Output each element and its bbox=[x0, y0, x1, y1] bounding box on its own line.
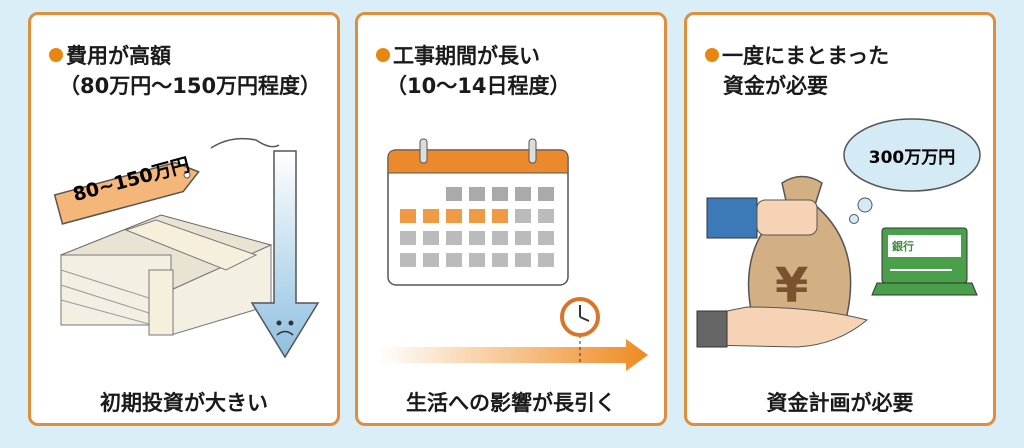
calendar-day bbox=[423, 231, 439, 245]
calendar-day bbox=[469, 187, 485, 201]
calendar-day bbox=[446, 231, 462, 245]
money-illustration bbox=[53, 137, 320, 359]
cost-footer: 初期投資が大きい bbox=[100, 391, 268, 415]
calendar-day bbox=[538, 209, 554, 223]
heading-line2: （80万円〜150万円程度） bbox=[59, 74, 322, 98]
highlighted-day bbox=[492, 209, 508, 223]
calendar-day bbox=[400, 231, 416, 245]
bullet-icon bbox=[705, 48, 719, 62]
funds-panel: 一度にまとまった資金が必要 300万万円 銀行 ¥ 資金計画が必要 bbox=[684, 12, 996, 426]
calendar-icon bbox=[387, 138, 569, 286]
calendar-day bbox=[400, 253, 416, 267]
laptop-icon bbox=[871, 227, 978, 296]
price-tag-icon bbox=[53, 161, 200, 225]
money-stack-icon bbox=[59, 214, 273, 336]
calendar-day bbox=[469, 231, 485, 245]
duration-panel: 工事期間が長い （10〜14日程度） 生活への影響が長引く bbox=[355, 12, 667, 426]
highlighted-day bbox=[446, 209, 462, 223]
heading-line1: 工事期間が長い bbox=[393, 44, 540, 68]
highlighted-day bbox=[400, 209, 416, 223]
funds-heading: 一度にまとまった資金が必要 bbox=[705, 41, 889, 101]
bullet-icon bbox=[49, 48, 63, 62]
highlighted-day bbox=[423, 209, 439, 223]
calendar-day bbox=[515, 231, 531, 245]
duration-footer: 生活への影響が長引く bbox=[406, 391, 616, 415]
duration-heading: 工事期間が長い （10〜14日程度） bbox=[376, 41, 570, 101]
calendar-day bbox=[423, 253, 439, 267]
yen-symbol: ¥ bbox=[775, 258, 809, 314]
calendar-day bbox=[492, 253, 508, 267]
calendar-day bbox=[492, 231, 508, 245]
thought-bubble-icon bbox=[843, 118, 981, 224]
calendar-day bbox=[469, 253, 485, 267]
money-bag-illustration bbox=[696, 118, 981, 348]
bank-label: 銀行 bbox=[892, 240, 914, 253]
highlighted-day bbox=[469, 209, 485, 223]
heading-line2: 資金が必要 bbox=[723, 74, 828, 98]
calendar-day bbox=[515, 253, 531, 267]
calendar-day bbox=[538, 253, 554, 267]
calendar-day bbox=[446, 253, 462, 267]
calendar-day bbox=[446, 187, 462, 201]
progress-arrow-icon bbox=[378, 335, 648, 371]
bullet-icon bbox=[376, 48, 390, 62]
funds-footer: 資金計画が必要 bbox=[766, 391, 914, 415]
hand-icon bbox=[696, 197, 869, 348]
cost-heading: 費用が高額 （80万円〜150万円程度） bbox=[49, 41, 321, 101]
heading-line2: （10〜14日程度） bbox=[386, 74, 571, 98]
heading-line1: 一度にまとまった bbox=[722, 44, 890, 68]
clock-icon bbox=[560, 297, 600, 337]
heading-line1: 費用が高額 bbox=[66, 44, 171, 68]
cost-panel: 費用が高額（80万円〜150万円程度） 80~150万円 初期投資が大きい bbox=[28, 12, 340, 426]
bubble-amount-text: 300万万円 bbox=[868, 148, 956, 168]
calendar-day bbox=[492, 187, 508, 201]
calendar-day bbox=[515, 187, 531, 201]
calendar-day bbox=[538, 187, 554, 201]
down-arrow-icon bbox=[250, 150, 320, 359]
calendar-day bbox=[538, 231, 554, 245]
calendar-day bbox=[515, 209, 531, 223]
calendar-illustration bbox=[378, 138, 648, 371]
